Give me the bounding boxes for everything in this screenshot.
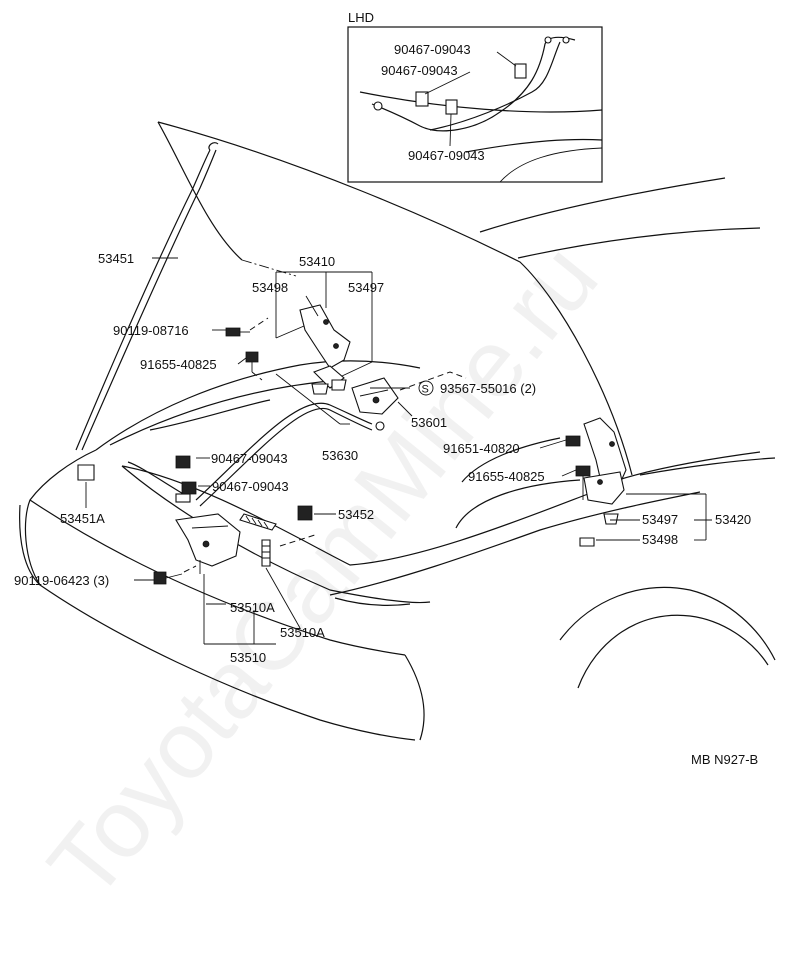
callout-90467-09043-a: 90467-09043	[211, 451, 288, 466]
callout-90467-09043-b: 90467-09043	[212, 479, 289, 494]
hood-release-lever	[351, 371, 467, 415]
hood-hinge-left	[299, 304, 351, 395]
inset-title: LHD	[348, 10, 374, 25]
callout-90119-06423: 90119-06423 (3)	[14, 573, 109, 588]
callout-91655-40825-right: 91655-40825	[468, 469, 545, 484]
hood-hinge-right	[565, 417, 627, 547]
callout-53510A-left: 53510A	[230, 600, 275, 615]
screw-symbol-letter: S	[422, 384, 429, 396]
callout-53498-top: 53498	[252, 280, 288, 295]
hood-support-rod	[75, 142, 219, 481]
inset-label-2: 90467-09043	[381, 63, 458, 78]
callout-53630: 53630	[322, 448, 358, 463]
callout-53410: 53410	[299, 254, 335, 269]
bolts-left	[225, 317, 269, 381]
hood-lock	[175, 513, 319, 574]
callout-53498-right: 53498	[642, 532, 678, 547]
car-body	[19, 121, 776, 741]
inset-label-1: 90467-09043	[394, 42, 471, 57]
lhd-inset: LHD 90467-09043 90467-09043 90467-09043	[347, 10, 603, 183]
callout-labels: 53451 53410 53498 53497 90119-08716 9165…	[14, 251, 751, 665]
inset-drawing	[359, 36, 603, 183]
callout-93567-55016: 93567-55016 (2)	[440, 381, 536, 396]
callout-53510: 53510	[230, 650, 266, 665]
callout-53497-top: 53497	[348, 280, 384, 295]
screw-symbol	[418, 380, 434, 396]
leader-lines	[85, 257, 712, 645]
callout-91655-40825-left: 91655-40825	[140, 357, 217, 372]
drawing-code: MB N927-B	[691, 752, 758, 767]
callout-53510A-right: 53510A	[280, 625, 325, 640]
callout-53497-right: 53497	[642, 512, 678, 527]
lock-bolt	[153, 565, 197, 585]
cable-clips	[175, 455, 313, 521]
callout-53451A: 53451A	[60, 511, 105, 526]
inset-label-3: 90467-09043	[408, 148, 485, 163]
callout-53420: 53420	[715, 512, 751, 527]
callout-53601: 53601	[411, 415, 447, 430]
callout-91651-40820: 91651-40820	[443, 441, 520, 456]
callout-53452: 53452	[338, 507, 374, 522]
callout-90119-08716: 90119-08716	[113, 323, 189, 338]
callout-53451: 53451	[98, 251, 134, 266]
